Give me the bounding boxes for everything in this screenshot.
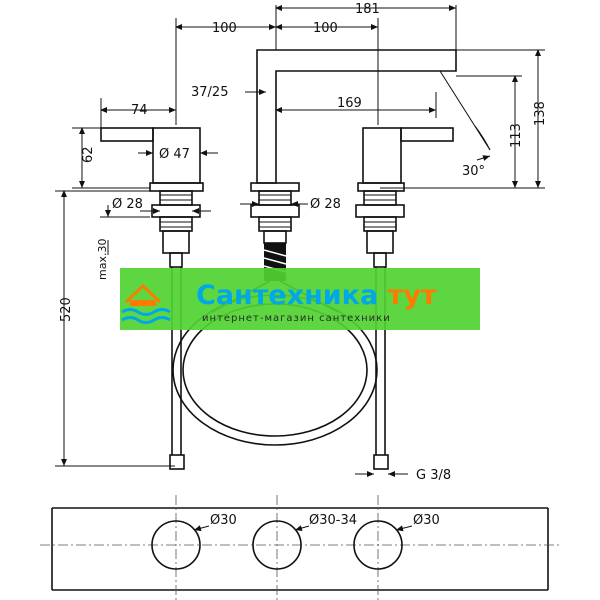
dim-handle-height: 62 — [81, 146, 96, 163]
center-hole-label: Ø30-34 — [309, 513, 357, 528]
dim-connection: G 3/8 — [416, 468, 451, 483]
house-logo — [121, 283, 171, 324]
handle-length-dimension — [100, 98, 176, 128]
left-hole-label: Ø30 — [210, 513, 237, 528]
dim-handle-length: 74 — [131, 103, 148, 118]
dim-top-left-width: 100 — [212, 21, 237, 36]
dim-spout-angle: 30° — [462, 164, 485, 179]
spout-angle-indicator — [439, 70, 491, 161]
watermark-title: Сантехника — [196, 280, 378, 311]
hole-leader-lines — [193, 525, 413, 532]
right-mounting-hole — [353, 520, 403, 570]
dim-top-right-width: 100 — [313, 21, 338, 36]
hose-length-dimension — [55, 190, 175, 467]
dim-spout-height-outer: 138 — [533, 101, 548, 126]
countertop-section — [40, 495, 560, 600]
spout-reach-dimension — [275, 92, 437, 118]
watermark-title-suffix: тут — [378, 280, 437, 311]
dim-overall-width: 181 — [355, 2, 380, 17]
watermark-banner: Сантехника тут интернет-магазин сантехни… — [120, 268, 480, 330]
right-handle — [357, 127, 454, 192]
spout-height-dimensions — [380, 49, 545, 189]
dim-left-shank-diameter: Ø 28 — [112, 197, 143, 212]
svg-text:Сантехника тут: Сантехника тут — [196, 280, 437, 311]
left-mounting-hole — [151, 520, 201, 570]
dim-center-shank-diameter: Ø 28 — [310, 197, 341, 212]
dim-handle-diameter: Ø 47 — [159, 147, 190, 162]
top-dimension-lines — [175, 5, 457, 125]
watermark-subtitle: интернет-магазин сантехники — [202, 313, 391, 324]
center-mounting-hole — [252, 520, 302, 570]
dim-hose-length: 520 — [59, 297, 74, 322]
dim-spout-height-inner: 113 — [509, 123, 524, 148]
spout-body — [250, 49, 457, 192]
right-shank — [355, 190, 405, 268]
max-thickness-dimension — [100, 205, 150, 255]
left-shank — [151, 190, 201, 268]
right-hole-label: Ø30 — [413, 513, 440, 528]
dim-spout-reach: 169 — [337, 96, 362, 111]
dim-thread-angle: 37/25 — [191, 85, 228, 100]
shank-diameter-dimensions — [140, 201, 308, 214]
dim-max-thickness: max.30 — [96, 239, 109, 280]
